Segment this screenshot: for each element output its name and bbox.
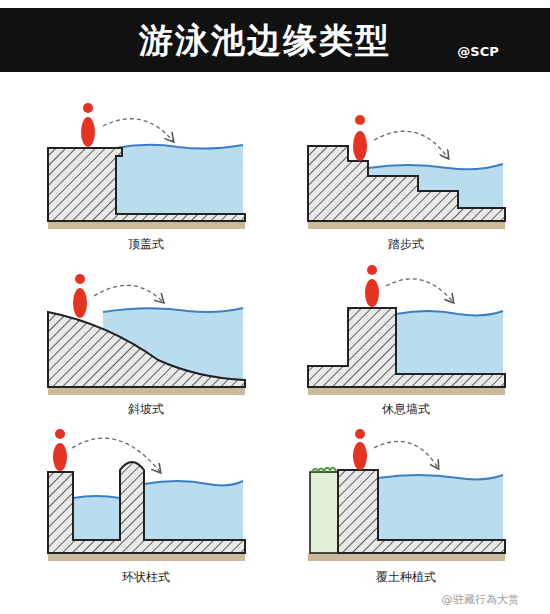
- author-tag: @SCP: [457, 44, 498, 59]
- panel-slope: [48, 274, 245, 395]
- panel-step: [308, 115, 505, 229]
- caption: 休息墙式: [382, 401, 430, 418]
- caption: 环状柱式: [122, 569, 170, 586]
- watermark: @驻藏行為大赏: [442, 592, 519, 607]
- panel-rest-wall: [308, 265, 505, 395]
- panel-cap: [48, 103, 245, 229]
- panel-ring-column: [48, 429, 245, 561]
- caption: 顶盖式: [128, 236, 164, 253]
- caption: 踏步式: [388, 236, 424, 253]
- caption: 斜坡式: [128, 401, 164, 418]
- title-band: [0, 8, 550, 72]
- title: 游泳池边缘类型: [139, 18, 391, 64]
- panel-planting: [308, 429, 505, 561]
- caption: 覆土种植式: [376, 569, 436, 586]
